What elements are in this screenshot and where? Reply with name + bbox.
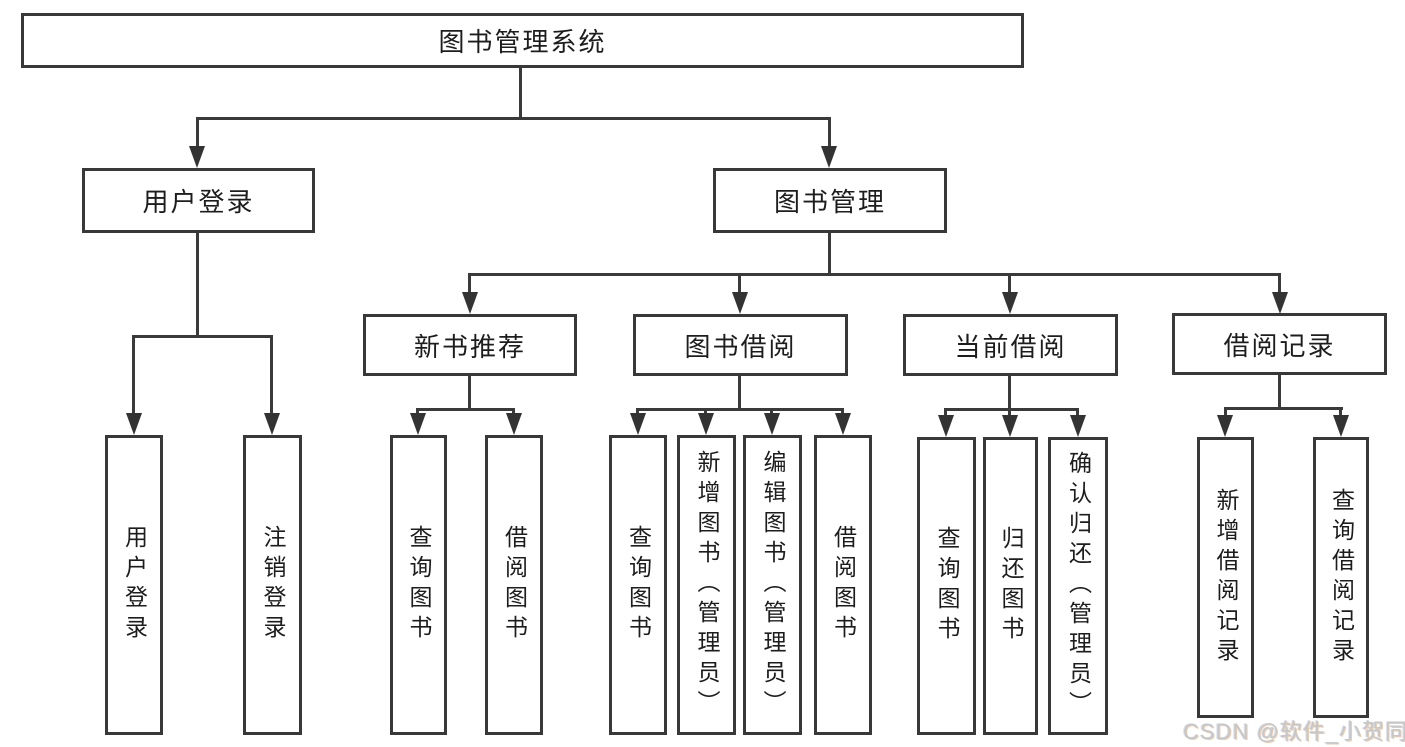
node-new-book-recommendation: 新书推荐 <box>363 314 577 376</box>
connector-current-borrow-stem <box>1008 376 1011 408</box>
connector-drop <box>1278 273 1281 294</box>
node-user-login: 用户登录 <box>82 168 315 233</box>
connector-drop <box>1008 273 1011 294</box>
connector-current-borrow-branch <box>944 408 1079 411</box>
leaf-add-borrow-record: 新增借阅记录 <box>1197 437 1254 718</box>
connector-drop <box>416 408 419 416</box>
connector-borrow-record-branch <box>1224 407 1343 410</box>
leaf-confirm-return-admin: 确认归还（管理员） <box>1048 437 1108 735</box>
connector-root-stem <box>519 68 522 117</box>
connector-book-mgmt-branch <box>468 273 1281 276</box>
arrow-down-icon <box>938 415 954 437</box>
csdn-watermark: CSDN @软件_小贺同学 <box>1183 719 1405 744</box>
leaf-logout: 注销登录 <box>243 435 302 735</box>
connector-borrow-record-stem <box>1278 375 1281 407</box>
connector-book-mgmt-stem <box>828 233 831 273</box>
leaf-borrow-books: 借阅图书 <box>485 435 543 735</box>
arrow-down-icon <box>1333 415 1349 437</box>
leaf-query-books: 查询图书 <box>609 435 667 735</box>
arrow-down-icon <box>264 413 280 435</box>
arrow-down-icon <box>126 413 142 435</box>
arrow-down-icon <box>764 413 780 435</box>
leaf-add-books-admin: 新增图书（管理员） <box>677 435 736 735</box>
connector-drop <box>512 408 515 416</box>
connector-drop <box>704 408 707 416</box>
connector-drop <box>1339 407 1342 417</box>
arrow-down-icon <box>1217 415 1233 437</box>
connector-drop <box>270 335 273 417</box>
leaf-query-books: 查询图书 <box>917 437 976 735</box>
leaf-query-borrow-record: 查询借阅记录 <box>1313 437 1369 718</box>
arrow-down-icon <box>698 413 714 435</box>
connector-drop <box>944 408 947 417</box>
arrow-down-icon <box>189 146 205 168</box>
arrow-down-icon <box>1272 292 1288 314</box>
connector-book-mgmt-drop <box>828 117 831 150</box>
node-borrowing-records: 借阅记录 <box>1172 313 1387 375</box>
connector-drop <box>132 335 135 417</box>
connector-drop <box>468 273 471 294</box>
arrow-down-icon <box>462 292 478 314</box>
connector-drop <box>1076 408 1079 417</box>
arrow-down-icon <box>410 413 426 435</box>
connector-new-book-stem <box>468 376 471 408</box>
connector-drop <box>1224 407 1227 417</box>
leaf-return-books: 归还图书 <box>983 437 1038 735</box>
connector-book-borrow-branch <box>636 408 843 411</box>
connector-user-login-stem <box>196 233 199 335</box>
leaf-query-books: 查询图书 <box>390 435 447 735</box>
arrow-down-icon <box>821 146 837 168</box>
connector-book-borrow-stem <box>738 376 741 408</box>
node-book-borrowing: 图书借阅 <box>633 314 848 376</box>
arrow-down-icon <box>506 413 522 435</box>
arrow-down-icon <box>630 413 646 435</box>
node-current-borrowing: 当前借阅 <box>903 314 1118 376</box>
connector-new-book-branch <box>416 408 514 411</box>
arrow-down-icon <box>732 292 748 314</box>
arrow-down-icon <box>1002 292 1018 314</box>
connector-drop <box>738 273 741 294</box>
connector-drop <box>770 408 773 416</box>
node-book-management: 图书管理 <box>713 168 947 233</box>
connector-user-login-drop <box>196 117 199 150</box>
leaf-user-login: 用户登录 <box>105 435 163 735</box>
connector-user-login-branch <box>132 335 273 338</box>
arrow-down-icon <box>1002 415 1018 437</box>
connector-drop <box>636 408 639 416</box>
leaf-edit-books-admin: 编辑图书（管理员） <box>743 435 802 735</box>
arrow-down-icon <box>1070 415 1086 437</box>
connector-drop <box>1008 408 1011 417</box>
arrow-down-icon <box>835 413 851 435</box>
connector-root-branch <box>196 117 831 120</box>
leaf-borrow-books: 借阅图书 <box>814 435 872 735</box>
connector-drop <box>841 408 844 416</box>
node-root-library-management-system: 图书管理系统 <box>21 13 1024 68</box>
